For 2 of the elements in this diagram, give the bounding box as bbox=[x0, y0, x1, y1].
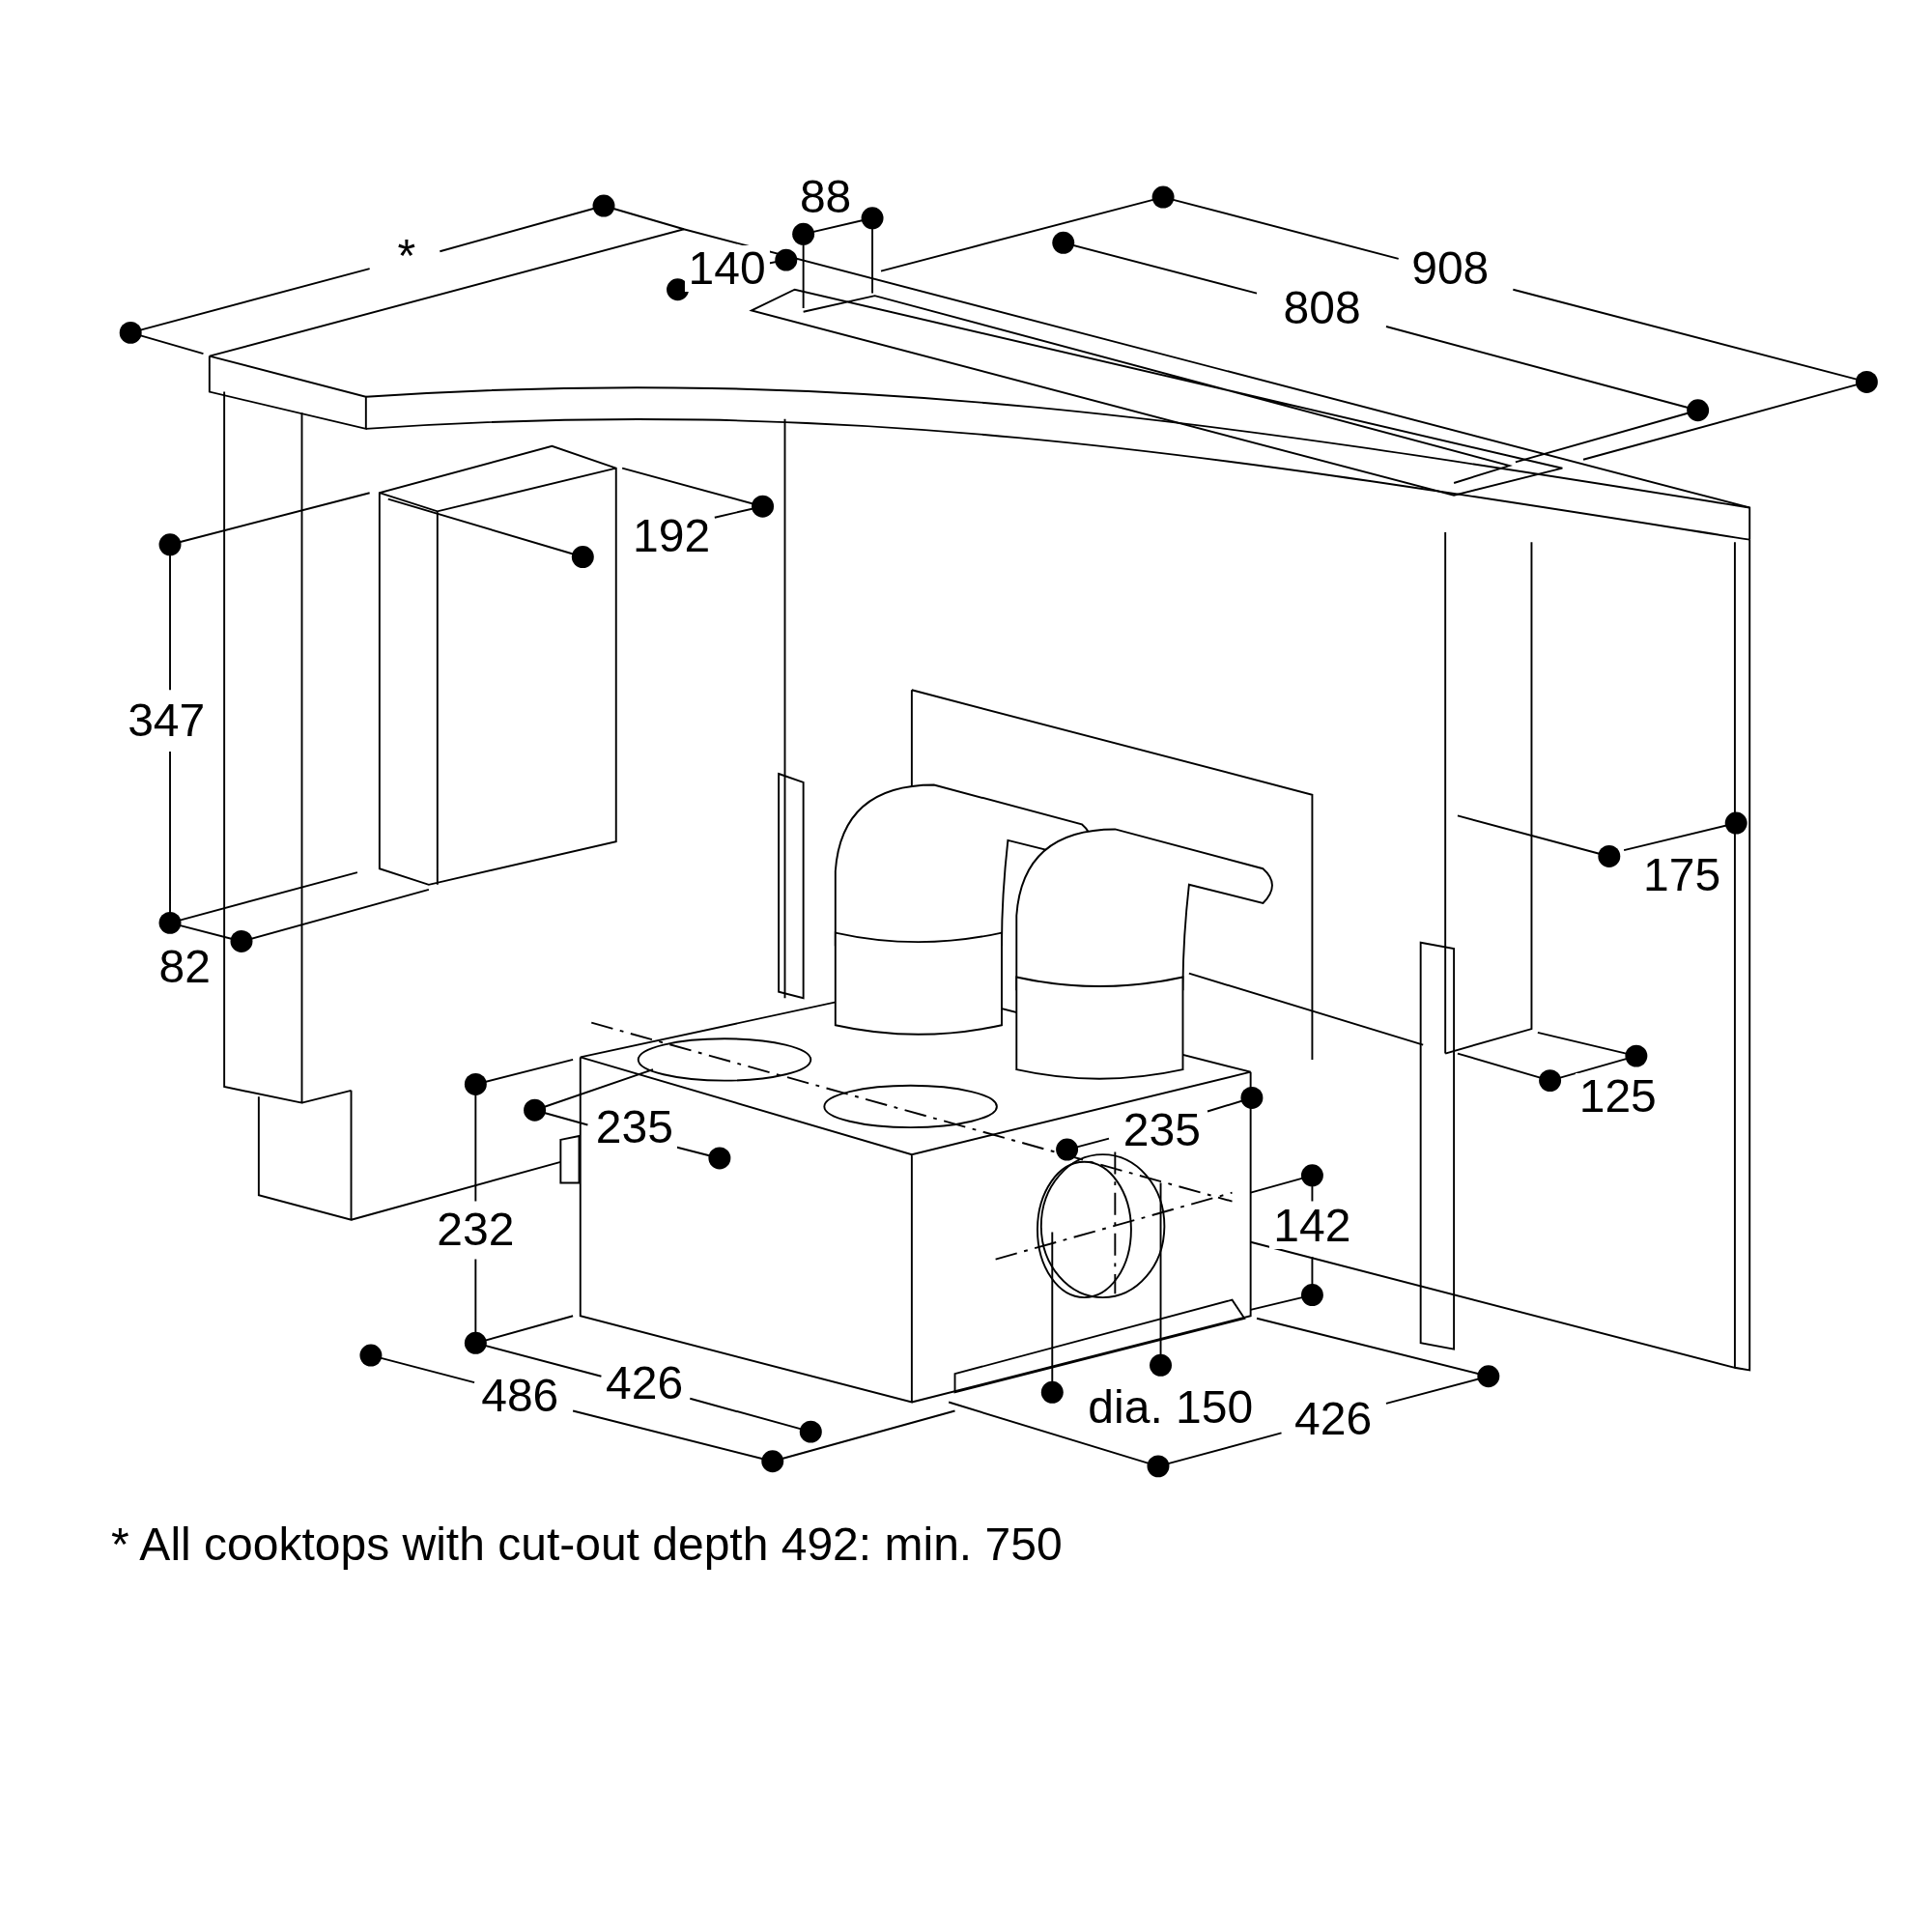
dimension-label: 140 bbox=[684, 245, 770, 293]
footnote: * All cooktops with cut-out depth 492: min. 750 bbox=[111, 1521, 1063, 1568]
